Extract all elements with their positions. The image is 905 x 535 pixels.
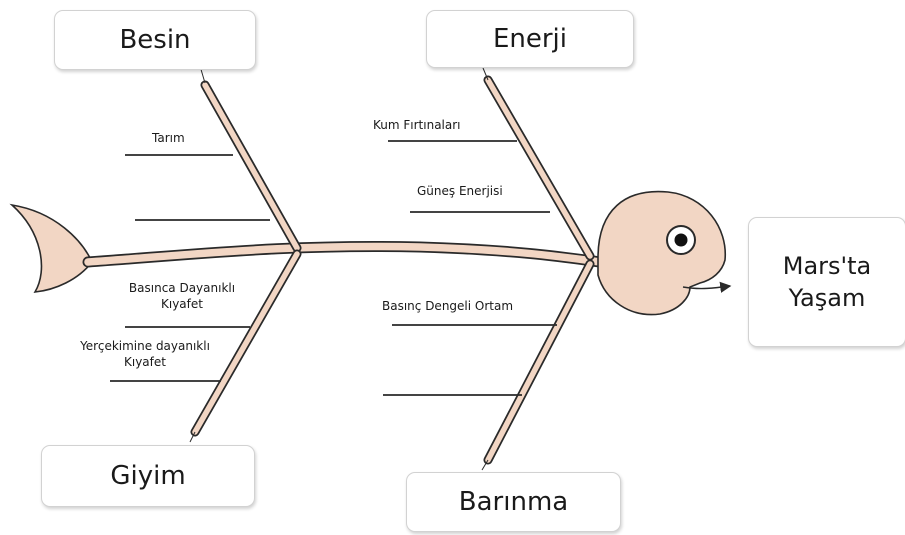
cause-label-yercekimi: Yerçekimine dayanıklı Kıyafet: [60, 339, 230, 370]
cause-label-basinca-dayanikli: Basınca Dayanıklı Kıyafet: [112, 281, 252, 312]
category-box-enerji: Enerji: [426, 10, 634, 68]
cause-label-basinca-line2: Kıyafet: [112, 297, 252, 313]
cause-label-basinc-dengeli: Basınç Dengeli Ortam: [382, 299, 513, 315]
rib-enerji: [483, 68, 590, 256]
cause-label-yercekimi-line2: Kıyafet: [60, 355, 230, 371]
effect-label: Mars'ta Yaşam: [783, 250, 872, 315]
cause-label-kum-firtinalari: Kum Fırtınaları: [373, 118, 461, 134]
category-label-barinma: Barınma: [459, 486, 568, 519]
cause-label-basinca-line1: Basınca Dayanıklı: [112, 281, 252, 297]
category-box-giyim: Giyim: [41, 445, 255, 507]
effect-box: Mars'ta Yaşam: [748, 217, 905, 347]
cause-label-gunes-enerjisi: Güneş Enerjisi: [417, 184, 503, 200]
category-label-besin: Besin: [119, 24, 190, 57]
category-label-giyim: Giyim: [110, 460, 185, 493]
category-label-enerji: Enerji: [493, 23, 567, 56]
rib-barinma: [482, 264, 590, 470]
category-box-barinma: Barınma: [406, 472, 621, 532]
cause-label-yercekimi-line1: Yerçekimine dayanıklı: [60, 339, 230, 355]
fish-tail: [12, 205, 92, 292]
cause-label-tarim: Tarım: [152, 131, 185, 147]
fish-head: [598, 192, 725, 315]
category-box-besin: Besin: [54, 10, 256, 70]
